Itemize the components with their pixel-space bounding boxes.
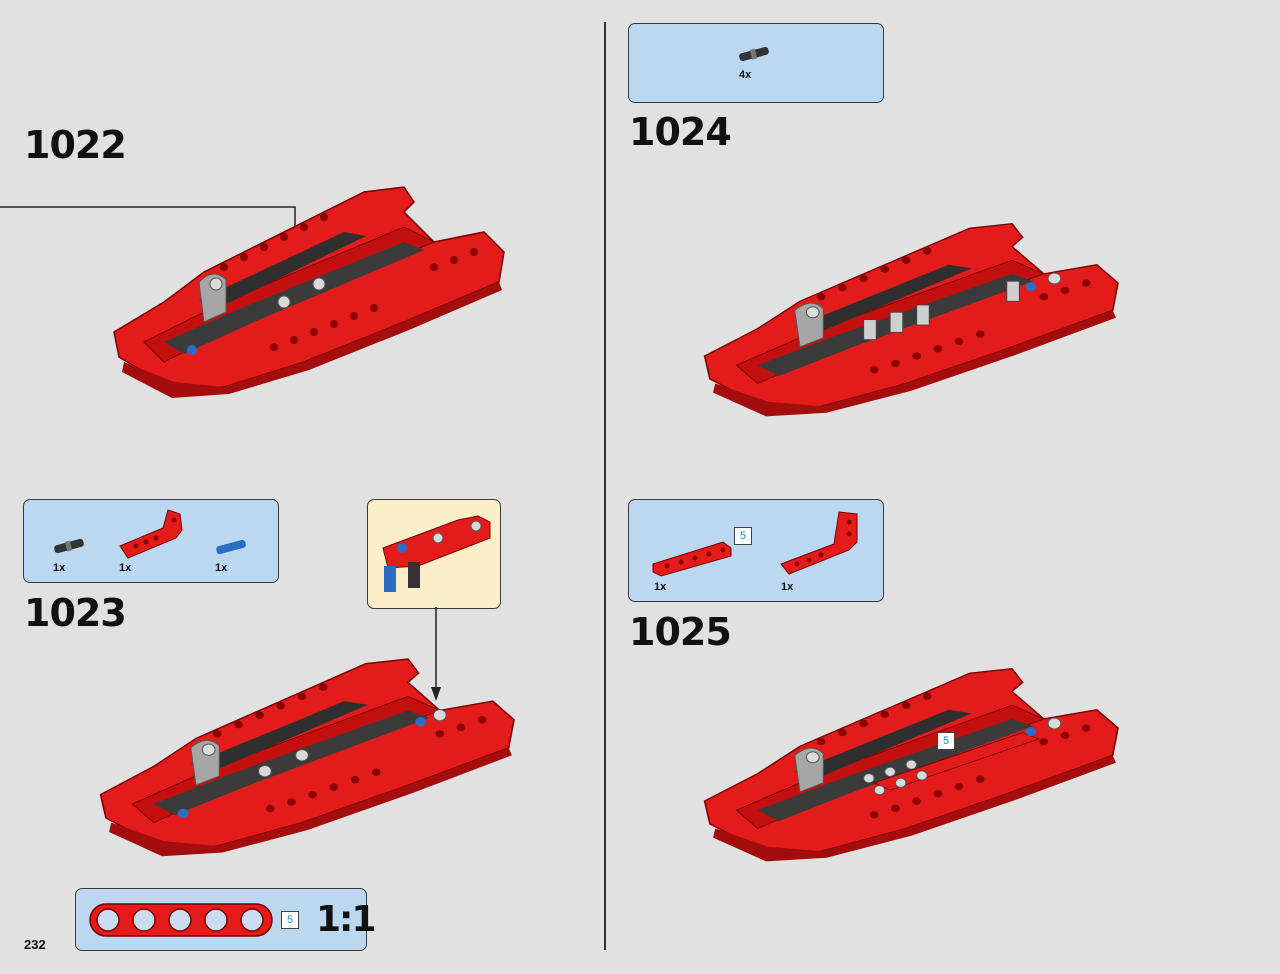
parts-list-1023: 1x 1x 1x: [23, 499, 279, 583]
part-qty: 1x: [654, 581, 667, 593]
black-axle-pin-icon: [739, 46, 769, 62]
assembly-arrow: [431, 607, 441, 701]
model-length-badge: 5: [937, 732, 955, 750]
part-qty: 1x: [53, 562, 66, 574]
step-number-1023: 1023: [24, 591, 127, 635]
scale-reference-box: 5 1:1: [75, 888, 376, 951]
part-qty: 1x: [215, 562, 228, 574]
page-number: 232: [24, 937, 46, 952]
part-qty: 4x: [739, 69, 752, 81]
length-badge: 5: [734, 527, 752, 545]
scale-ratio: 1:1: [316, 899, 376, 940]
beam-5-scale-icon: [89, 903, 273, 937]
subassembly-callout: [367, 499, 501, 609]
black-axle-pin-icon: [54, 538, 84, 554]
red-angled-beam-icon: [780, 511, 858, 575]
step-number-1025: 1025: [629, 610, 732, 654]
length-badge: 5: [281, 911, 299, 929]
subassembly-illustration: [382, 515, 491, 592]
red-beam-5-icon: [652, 541, 732, 577]
page-divider: [604, 22, 606, 950]
blue-axle-pin-icon: [216, 539, 246, 555]
model-illustration-1025: [703, 667, 1119, 863]
step-number-1022: 1022: [24, 123, 127, 167]
part-qty: 1x: [119, 562, 132, 574]
red-angled-beam-icon: [119, 509, 183, 559]
parts-list-1025: 5 1x 1x: [628, 499, 884, 602]
model-illustration-1022: [113, 186, 505, 399]
model-illustration-1024: [703, 222, 1119, 418]
parts-list-1024: 4x: [628, 23, 884, 103]
model-illustration-1023: [99, 658, 515, 858]
step-number-1024: 1024: [629, 110, 732, 154]
part-qty: 1x: [781, 581, 794, 593]
